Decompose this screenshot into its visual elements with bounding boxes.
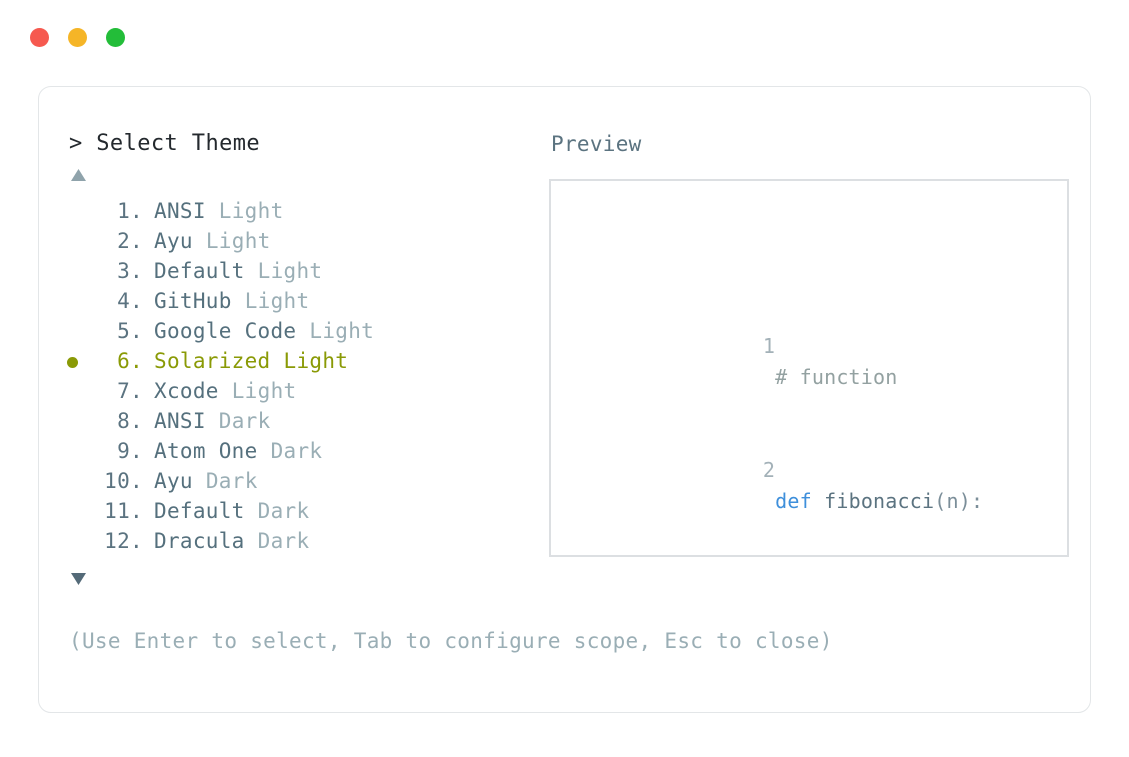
list-item[interactable]: 8. ANSI Dark: [65, 406, 535, 436]
line-number: 1: [762, 334, 776, 358]
code-line: 3 a, b = 0, 1: [551, 548, 1067, 555]
page-title: > Select Theme: [69, 131, 261, 156]
picker-columns: > Select Theme 1. ANSI Light: [65, 131, 1069, 594]
list-item-label: Atom One: [154, 439, 258, 463]
list-item-label: Default: [154, 499, 245, 523]
theme-picker-body: > Select Theme 1. ANSI Light: [39, 87, 1090, 712]
list-item-number: 11.: [104, 499, 143, 523]
list-item-variant: Light: [309, 319, 375, 343]
list-item-label: Ayu: [154, 229, 193, 253]
list-item-variant: Light: [218, 199, 284, 223]
list-item-number: 10.: [104, 469, 143, 493]
list-item-label: Ayu: [154, 469, 193, 493]
window-titlebar: [30, 28, 125, 47]
list-item[interactable]: 10. Ayu Dark: [65, 466, 535, 496]
list-item-number: 4.: [117, 289, 143, 313]
list-item-number: 6.: [117, 349, 143, 373]
code-text: # function: [775, 365, 898, 389]
selection-bullet-slot: [65, 346, 91, 436]
selected-bullet-icon: [67, 357, 78, 368]
list-item-variant: Light: [283, 349, 349, 373]
close-window-button[interactable]: [30, 28, 49, 47]
theme-picker-card: > Select Theme 1. ANSI Light: [38, 86, 1091, 713]
theme-list[interactable]: 1. ANSI Light 2. Ayu Light 3.: [65, 196, 535, 556]
keyboard-hint: (Use Enter to select, Tab to configure s…: [69, 629, 833, 653]
list-item-number: 3.: [117, 259, 143, 283]
scroll-down-icon[interactable]: [70, 572, 535, 594]
scroll-up-icon[interactable]: [70, 168, 535, 190]
list-item-number: 2.: [117, 229, 143, 253]
list-item-label: Solarized: [154, 349, 271, 373]
list-item-variant: Light: [257, 259, 323, 283]
list-item-label: Dracula: [154, 529, 245, 553]
list-item[interactable]: 4. GitHub Light: [65, 286, 535, 316]
list-item-label: ANSI: [154, 199, 206, 223]
list-item-number: 8.: [117, 409, 143, 433]
list-item-label: ANSI: [154, 409, 206, 433]
list-item-variant: Light: [205, 229, 271, 253]
list-item[interactable]: 7. Xcode Light: [65, 376, 535, 406]
list-item[interactable]: 9. Atom One Dark: [65, 436, 535, 466]
maximize-window-button[interactable]: [106, 28, 125, 47]
preview-code-box: 1 # function 2 def fibonacci(n): 3 a, b …: [549, 179, 1069, 557]
preview-column: Preview 1 # function 2 def fibonacci(n):: [535, 131, 1069, 557]
list-item[interactable]: 2. Ayu Light: [65, 226, 535, 256]
list-item-number: 1.: [117, 199, 143, 223]
code-block: 1 # function 2 def fibonacci(n): 3 a, b …: [551, 207, 1067, 555]
list-item-variant: Dark: [257, 499, 310, 523]
list-item-selected[interactable]: 6. Solarized Light: [65, 346, 535, 376]
list-item-number: 12.: [104, 529, 143, 553]
list-item-variant: Light: [244, 289, 310, 313]
list-item[interactable]: 11. Default Dark: [65, 496, 535, 526]
preview-label: Preview: [551, 132, 642, 156]
minimize-window-button[interactable]: [68, 28, 87, 47]
code-line: 1 # function: [551, 300, 1067, 389]
list-item-label: GitHub: [154, 289, 232, 313]
list-item-variant: Dark: [218, 409, 271, 433]
list-item-label: Default: [154, 259, 245, 283]
list-item-variant: Dark: [257, 529, 310, 553]
code-line: 2 def fibonacci(n):: [551, 424, 1067, 513]
list-item-variant: Light: [231, 379, 297, 403]
list-item[interactable]: 3. Default Light: [65, 256, 535, 286]
theme-list-column: > Select Theme 1. ANSI Light: [65, 131, 535, 594]
list-item-number: 7.: [117, 379, 143, 403]
code-text: def fibonacci(n):: [775, 489, 984, 513]
line-number: 2: [762, 458, 776, 482]
list-item[interactable]: 12. Dracula Dark: [65, 526, 535, 556]
list-item-label: Google Code: [154, 319, 297, 343]
list-item-variant: Dark: [270, 439, 323, 463]
list-item-number: 5.: [117, 319, 143, 343]
list-item[interactable]: 5. Google Code Light: [65, 316, 535, 346]
list-item[interactable]: 1. ANSI Light: [65, 196, 535, 226]
list-item-label: Xcode: [154, 379, 219, 403]
list-item-variant: Dark: [205, 469, 258, 493]
list-item-number: 9.: [117, 439, 143, 463]
